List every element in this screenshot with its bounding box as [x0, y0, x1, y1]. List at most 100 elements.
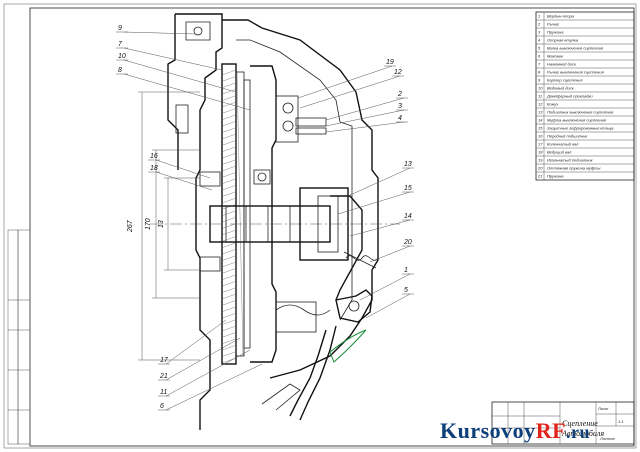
callout-leader: [155, 171, 213, 191]
callout-label: 7: [118, 41, 123, 48]
input-shaft: [150, 187, 400, 261]
callout-label: 15: [404, 185, 412, 192]
release-fork: [261, 195, 379, 421]
callout-label: 6: [160, 403, 164, 410]
flywheel: [221, 63, 251, 365]
sheet-label: Лист: [597, 406, 609, 411]
callout-label: 11: [160, 389, 167, 396]
pressure-plate: [250, 65, 331, 363]
callout-leader: [123, 47, 223, 71]
callout-leader: [123, 73, 251, 111]
bolts: [253, 117, 327, 185]
callout-leader: [123, 31, 197, 35]
parts-row-number: 3: [538, 30, 541, 35]
title-line-2: Автомобиля: [561, 429, 604, 438]
callout-leader: [337, 191, 411, 215]
parts-row-name: Рычаг: [547, 22, 559, 27]
callout-label: 10: [118, 53, 126, 60]
parts-row-number: 13: [538, 110, 543, 115]
callout-label: 16: [150, 153, 158, 160]
parts-row-number: 4: [538, 38, 541, 43]
callout-leader: [359, 273, 411, 301]
dimension-3: 13: [158, 220, 165, 228]
sheets-label: Листов: [599, 436, 615, 441]
parts-row-name: Защитные гофрированные кольца: [547, 126, 614, 131]
callout-label: 9: [118, 25, 122, 32]
callout-leader: [347, 167, 411, 197]
dimension-1: 267: [127, 219, 134, 233]
callout-label: 5: [404, 287, 408, 294]
parts-row-number: 7: [538, 62, 541, 67]
parts-row-number: 10: [538, 86, 543, 91]
parts-row-name: Маховик: [547, 54, 564, 59]
callout-label: 13: [404, 161, 412, 168]
parts-row-name: Оттяжная пружина муфты: [547, 166, 601, 171]
parts-row-number: 15: [538, 126, 543, 131]
parts-row-number: 14: [538, 118, 543, 123]
callout-leader: [365, 293, 411, 319]
callout-label: 2: [397, 91, 402, 98]
dimension-2: 170: [145, 218, 152, 230]
parts-row-number: 11: [538, 94, 542, 99]
callout-label: 12: [394, 69, 402, 76]
bell-housing: [222, 19, 379, 379]
callout-leader: [155, 159, 211, 179]
callout-label: 1: [404, 267, 408, 274]
parts-row-name: Ведущий вал: [547, 150, 572, 155]
parts-row-number: 1: [538, 14, 540, 19]
callout-label: 20: [403, 239, 412, 246]
callout-leader: [165, 363, 263, 411]
callout-leader: [297, 65, 393, 99]
callout-label: 3: [398, 103, 402, 110]
callout-leader: [165, 349, 251, 397]
callout-leader: [325, 109, 405, 127]
dimension-lines: 267 170 13: [127, 91, 200, 361]
callout-label: 4: [398, 115, 402, 122]
parts-row-name: Демпферный прокладки: [546, 94, 593, 99]
parts-row-number: 18: [538, 150, 543, 155]
callout-leader: [165, 337, 241, 381]
watermark-accent: RF: [535, 418, 567, 443]
watermark-main: Kursovoy: [440, 418, 536, 443]
parts-row-number: 2: [537, 22, 541, 27]
watermark-tld: .ru: [566, 422, 591, 442]
callout-leader: [369, 245, 411, 263]
parts-row-name: Вердын-опора: [547, 14, 575, 19]
parts-row-name: Ведомый диск: [547, 86, 575, 91]
parts-row-name: Вилка выключения сцепления: [547, 46, 604, 51]
parts-row-name: Опорная втулка: [547, 38, 579, 43]
site-watermark: KursovoyRF.ru: [440, 418, 636, 448]
parts-row-number: 17: [538, 142, 543, 147]
callout-label: 21: [159, 373, 168, 380]
side-stamp: [7, 229, 31, 445]
callout-leader: [325, 97, 405, 121]
parts-row-number: 19: [538, 158, 543, 163]
hatching: [221, 69, 237, 364]
parts-row-name: Передний подшипник: [547, 134, 588, 139]
callout-leader: [165, 319, 227, 365]
scale-value: 1:1: [618, 419, 624, 424]
parts-row-number: 8: [538, 70, 541, 75]
callout-leader: [325, 121, 405, 133]
parts-row-name: Кожух: [547, 102, 559, 107]
parts-row-name: Муфта выключения сцепления: [547, 118, 607, 123]
parts-row-name: Картер сцепления: [547, 78, 583, 83]
title-block: Сцепление Автомобиля 1:1 Лист Листов: [491, 401, 635, 445]
parts-row-name: Рычаг выключения сцепления: [547, 70, 605, 75]
parts-row-number: 12: [538, 102, 543, 107]
outer-frame: [3, 3, 637, 449]
parts-row-number: 6: [538, 54, 541, 59]
parts-row-number: 21: [537, 174, 542, 179]
parts-row-number: 16: [538, 134, 543, 139]
parts-row-number: 20: [537, 166, 543, 171]
title-line-1: Сцепление: [562, 419, 598, 428]
callout-label: 19: [386, 59, 394, 66]
parts-row-name: Коленчатый вал: [547, 142, 579, 147]
callout-label: 18: [150, 165, 158, 172]
parts-row-name: Игольчатый подшипник: [547, 158, 594, 163]
parts-row-name: Подшипник выключения сцепления: [547, 110, 614, 115]
